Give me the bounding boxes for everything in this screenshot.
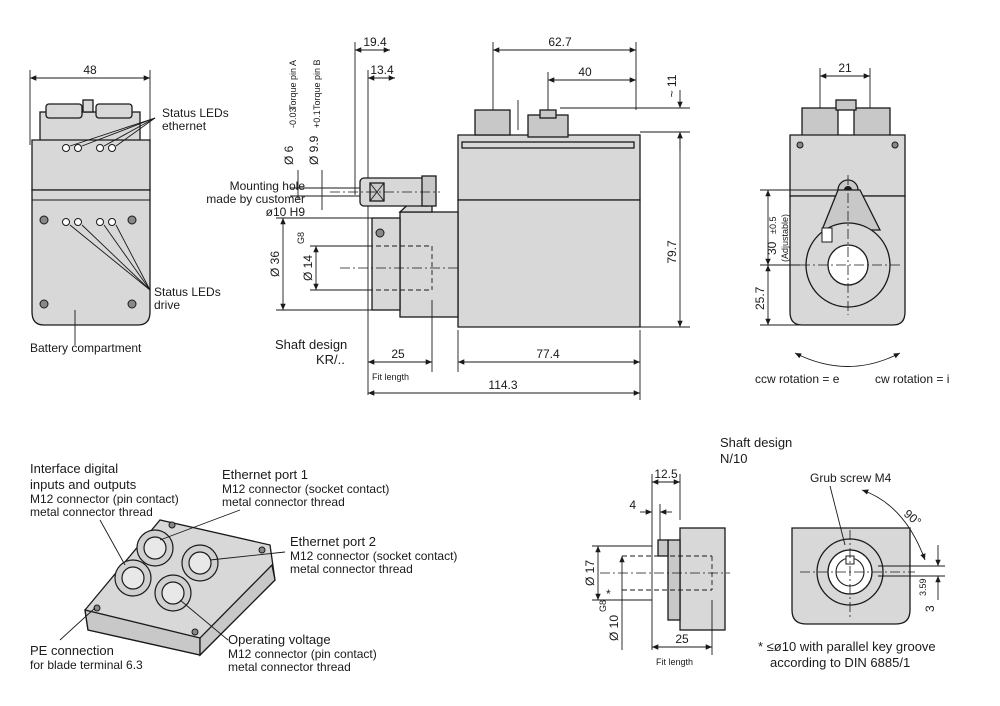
shaft-n10-title-1: Shaft design [720,435,792,450]
dim-30: 30 [765,241,779,255]
dim-79-7: 79.7 [665,240,679,264]
front-view: 48 Status LEDs ethernet St [29,63,229,355]
status-leds-ethernet-label-2: ethernet [162,119,207,133]
dim-3-label: 3 [923,605,937,612]
dim-114-3: 114.3 [488,378,517,392]
pe-connection-label-2: for blade terminal 6.3 [30,658,143,672]
angle-90-label: 90° [901,507,924,530]
grub-screw-label: Grub screw M4 [810,471,892,485]
side-view: 19.4 13.4 62.7 40 ~ 11 79.7 [206,35,690,400]
dim-3-59-label: 3.59 [918,578,928,596]
tol-9-9-label: +0.1 [312,110,322,128]
footnote-label-2: according to DIN 6885/1 [770,655,910,670]
dim-62-7: 62.7 [548,35,572,49]
cw-rotation-label: cw rotation = i [875,372,949,386]
dim-13-4: 13.4 [370,63,394,77]
dim-40: 40 [578,65,592,79]
dim-11: ~ 11 [665,74,679,97]
g8-label: G8 [296,232,306,244]
shaft-design-kr-label-1: Shaft design [275,337,347,352]
status-leds-drive-label-2: drive [154,298,180,312]
ethernet-2-label-2: M12 connector (socket contact) [290,549,457,563]
dim-25-n10: 25 [675,632,689,646]
interface-label-1: Interface digital [30,461,118,476]
dim-4: 4 [629,498,636,512]
interface-label-3: M12 connector (pin contact) [30,492,179,506]
dim-21: 21 [838,61,852,75]
ethernet-2-label-1: Ethernet port 2 [290,534,376,549]
status-leds-ethernet-label-1: Status LEDs [162,106,229,120]
dia-9-9-label: Ø 9.9 [307,135,321,165]
shaft-n10-title-2: N/10 [720,451,747,466]
shaft-n10-view: Shaft design N/10 12.5 4 Ø 17 Ø 10 G8 * … [583,435,945,670]
ethernet-2-label-3: metal connector thread [290,562,413,576]
pe-connection-label-1: PE connection [30,643,114,658]
tol-30: ±0.5 [768,217,778,234]
dim-25-7: 25.7 [753,286,767,310]
fit-length-n10-label: Fit length [656,657,693,667]
star-label: * [606,587,611,601]
dia-17-label: Ø 17 [583,560,597,586]
dim-12-5: 12.5 [654,467,678,481]
dim-19-4: 19.4 [363,35,387,49]
ethernet-1-label-3: metal connector thread [222,495,345,509]
dia-36-label: Ø 36 [268,251,282,277]
battery-compartment-label: Battery compartment [30,341,142,355]
operating-voltage-label-2: M12 connector (pin contact) [228,647,377,661]
tol-6-label: -0.03 [288,107,298,128]
mounting-hole-label-2: made by customer [206,192,305,206]
footnote-label-1: * ≤ø10 with parallel key groove [758,639,936,654]
shaft-design-kr-label-2: KR/.. [316,352,345,367]
operating-voltage-label-3: metal connector thread [228,660,351,674]
connector-view: Interface digital inputs and outputs M12… [30,461,457,674]
dia-14-label: Ø 14 [301,255,315,281]
interface-label-4: metal connector thread [30,505,153,519]
adjustable-label: (Adjustable) [780,214,790,262]
operating-voltage-label-1: Operating voltage [228,632,331,647]
dim-77-4: 77.4 [536,347,560,361]
ccw-rotation-label: ccw rotation = e [755,372,840,386]
mounting-hole-label-1: Mounting hole [230,179,306,193]
front-width-dim: 48 [83,63,97,77]
mounting-hole-label-3: ø10 H9 [266,205,306,219]
fit-length-label: Fit length [372,372,409,382]
g8-n10-label: G8 [598,600,608,612]
dia-6-label: Ø 6 [282,145,296,165]
status-leds-drive-label-1: Status LEDs [154,285,221,299]
torque-pin-b-label: Torque pin B [312,59,322,110]
dia-10-label: Ø 10 [607,615,621,641]
ethernet-1-label-1: Ethernet port 1 [222,467,308,482]
ethernet-1-label-2: M12 connector (socket contact) [222,482,389,496]
interface-label-2: inputs and outputs [30,477,137,492]
dim-25: 25 [391,347,405,361]
rear-view: 21 30 ±0.5 (Adjustable) 25.7 ccw rotatio… [753,61,949,386]
torque-pin-a-label: Torque pin A [288,60,298,110]
